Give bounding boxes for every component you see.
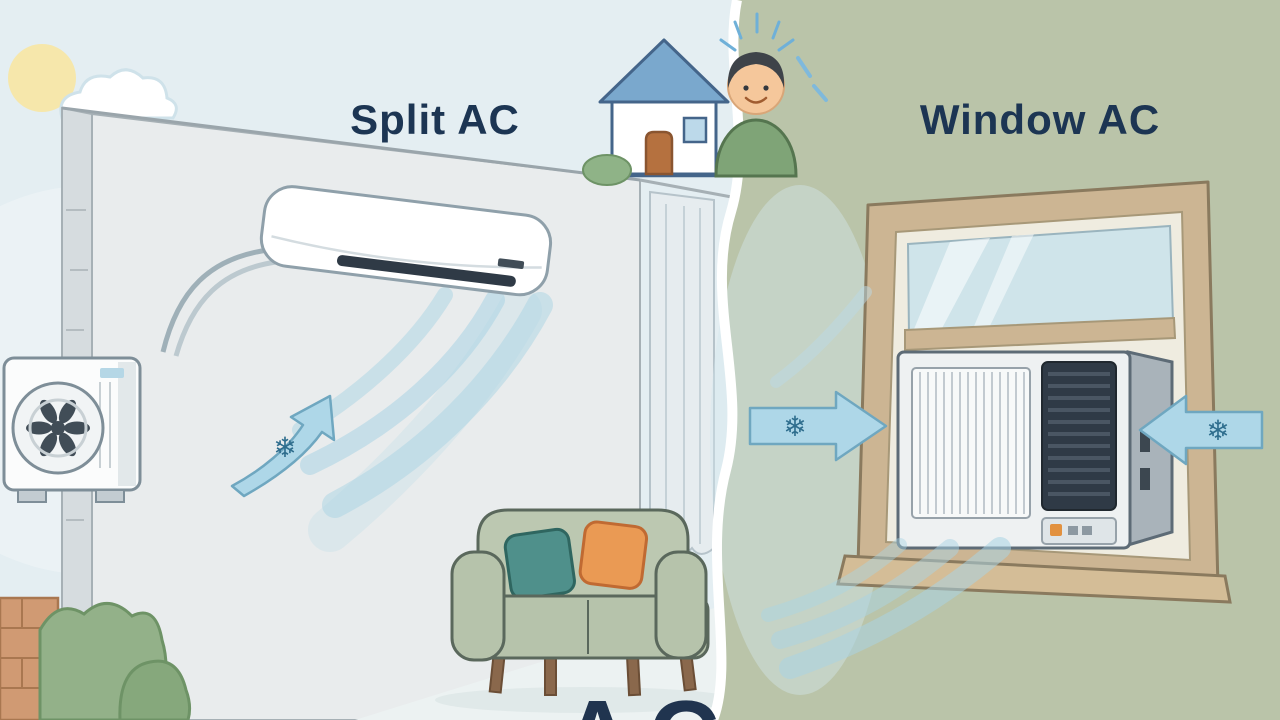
wall-top-edge — [61, 106, 641, 182]
window-ac-title: Window AC — [919, 96, 1161, 143]
ceiling-line — [639, 178, 738, 200]
ac-louver-grille — [911, 367, 1031, 519]
vent-slats — [1048, 372, 1110, 496]
snowflake-icon: ❄ — [1206, 414, 1229, 447]
split-ac-airflow — [292, 287, 553, 552]
house-roof — [598, 38, 730, 104]
panel-divider — [708, 0, 745, 720]
window-ac-airflow — [761, 286, 1011, 679]
indoor-unit-vent — [336, 255, 516, 287]
louver-lines — [919, 372, 1025, 514]
indoor-unit-display — [497, 258, 525, 270]
window-ac-unit — [896, 350, 1174, 550]
house-icon — [582, 38, 736, 186]
control-button — [1068, 526, 1078, 535]
cold-air-arrow-left-panel — [230, 394, 336, 498]
couch-shadow — [435, 687, 735, 713]
indoor-unit-seam — [271, 235, 542, 269]
refrigerant-pipes — [160, 247, 277, 357]
fan-icon — [26, 398, 90, 458]
couch — [435, 508, 735, 713]
house-bush — [582, 154, 632, 186]
side-vent-slot — [1140, 468, 1150, 490]
wall-brick-marks — [66, 209, 88, 521]
power-button — [1050, 524, 1062, 536]
teal-pillow — [503, 527, 576, 601]
control-button — [1082, 526, 1092, 535]
sun-icon — [8, 44, 76, 112]
outdoor-unit-label — [100, 368, 124, 378]
bush-icon — [118, 659, 192, 720]
snowflake-icon: ❄ — [783, 410, 806, 443]
house-door — [644, 130, 674, 176]
person-smile — [744, 96, 768, 104]
side-vent-slot — [1140, 430, 1150, 452]
curtain-folds — [665, 204, 701, 548]
orange-pillow — [578, 520, 649, 590]
unit-foot — [17, 489, 47, 503]
glass-reflection — [972, 234, 1034, 331]
cropped-bottom-caption: AC — [562, 686, 822, 720]
outdoor-unit-side — [118, 362, 136, 486]
person-eye — [763, 85, 769, 91]
curtain — [649, 190, 715, 557]
cold-air-arrow-into-window-left — [748, 390, 888, 462]
unit-foot — [95, 489, 125, 503]
snowflake-icon: ❄ — [273, 431, 296, 464]
cold-air-arrow-into-window-right — [1138, 394, 1264, 466]
person-hair — [727, 52, 785, 88]
split-ac-outdoor-unit — [2, 356, 142, 503]
garden-bottom-left — [0, 596, 192, 720]
house-window — [682, 116, 708, 144]
couch-armrest-right — [654, 550, 708, 660]
split-ac-indoor-unit — [259, 185, 553, 297]
glass-reflection — [912, 238, 990, 334]
person-eye — [743, 85, 749, 91]
window-mid-rail — [904, 316, 1177, 352]
happy-person-icon — [714, 12, 828, 178]
cloud-icon — [59, 68, 178, 120]
sparkle-lines — [796, 56, 828, 102]
split-ac-title: Split AC — [350, 96, 520, 143]
couch-armrest-left — [450, 550, 506, 662]
radiance-lines — [719, 12, 795, 52]
couch-leg — [544, 654, 557, 696]
person-shirt — [714, 118, 798, 178]
